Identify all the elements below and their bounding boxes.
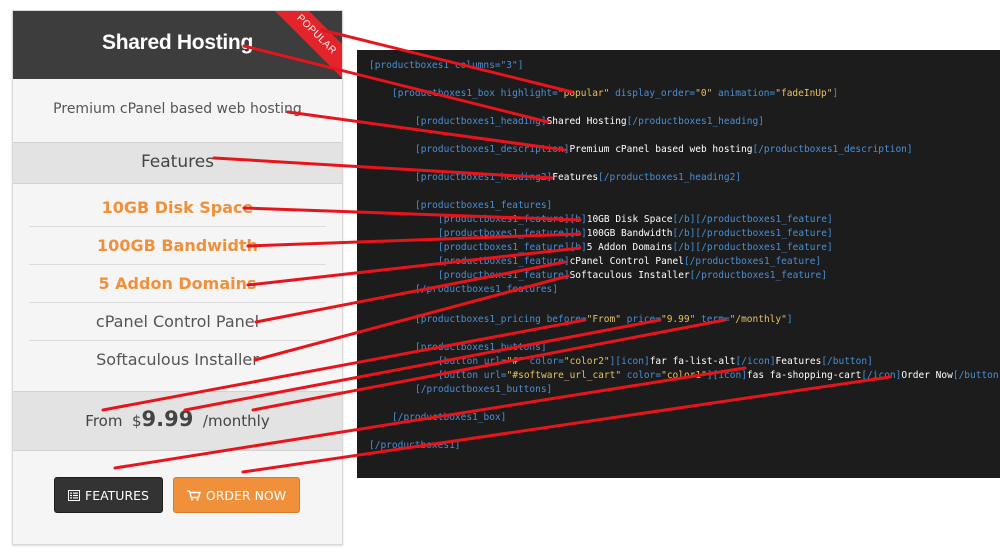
code-line: [button url="#" color="color2"][icon]far… [438,356,873,367]
feature-item: 5 Addon Domains [29,265,326,303]
price-currency: $ [132,412,142,430]
order-now-button-label: ORDER NOW [205,487,287,503]
feature-item: cPanel Control Panel [29,303,326,341]
feature-item: Softaculous Installer [96,350,259,369]
order-now-button[interactable]: ORDER NOW [173,477,300,513]
code-line: [/productboxes1_buttons] [415,384,553,395]
list-alt-icon [68,489,80,501]
shortcode-panel: [productboxes1 columns="3"] [productboxe… [357,50,1000,478]
features-heading: Features [140,152,215,172]
price-before: From [85,412,123,430]
code-line: [productboxes1_heading2]Features[/produc… [415,172,742,183]
pricing-band: From $9.99 /monthly [13,391,342,451]
code-line: [productboxes1_feature][b]100GB Bandwidt… [438,228,833,239]
product-description: Premium cPanel based web hosting [53,101,302,117]
features-button-label: FEATURES [85,487,149,503]
code-line: [productboxes1_heading]Shared Hosting[/p… [415,116,764,127]
code-line: [productboxes1 columns="3"] [369,60,524,71]
code-line: [productboxes1_feature]cPanel Control Pa… [438,256,822,267]
price-amount: 9.99 [141,407,194,431]
features-button[interactable]: FEATURES [54,477,163,513]
shopping-cart-icon [186,489,201,501]
code-line: [productboxes1_feature]Softaculous Insta… [438,270,827,281]
product-box-header: Shared Hosting POPULAR [13,11,342,86]
code-line: [productboxes1_feature][b]5 Addon Domain… [438,242,833,253]
code-line: [productboxes1_feature][b]10GB Disk Spac… [438,214,833,225]
feature-item: 100GB Bandwidth [29,227,326,265]
code-line: [productboxes1_pricing before="From" pri… [415,314,793,325]
code-line: [productboxes1_description]Premium cPane… [415,144,913,155]
product-box: Shared Hosting POPULAR Premium cPanel ba… [12,10,343,545]
price-line: From $9.99 /monthly [13,407,342,431]
code-line: [productboxes1_buttons] [415,342,547,353]
feature-list: 10GB Disk Space 100GB Bandwidth 5 Addon … [29,189,326,379]
code-line: [/productboxes1_box] [392,412,507,423]
code-line: [productboxes1_box highlight="popular" d… [392,88,839,99]
features-heading-band: Features [13,142,342,184]
code-line: [/productboxes1] [369,440,461,451]
code-line: [button url="#software_url_cart" color="… [438,370,1000,381]
feature-item: 10GB Disk Space [29,189,326,227]
product-title: Shared Hosting [102,31,253,54]
code-line: [/productboxes1_features] [415,284,558,295]
code-line: [productboxes1_features] [415,200,553,211]
price-term: /monthly [202,412,270,430]
